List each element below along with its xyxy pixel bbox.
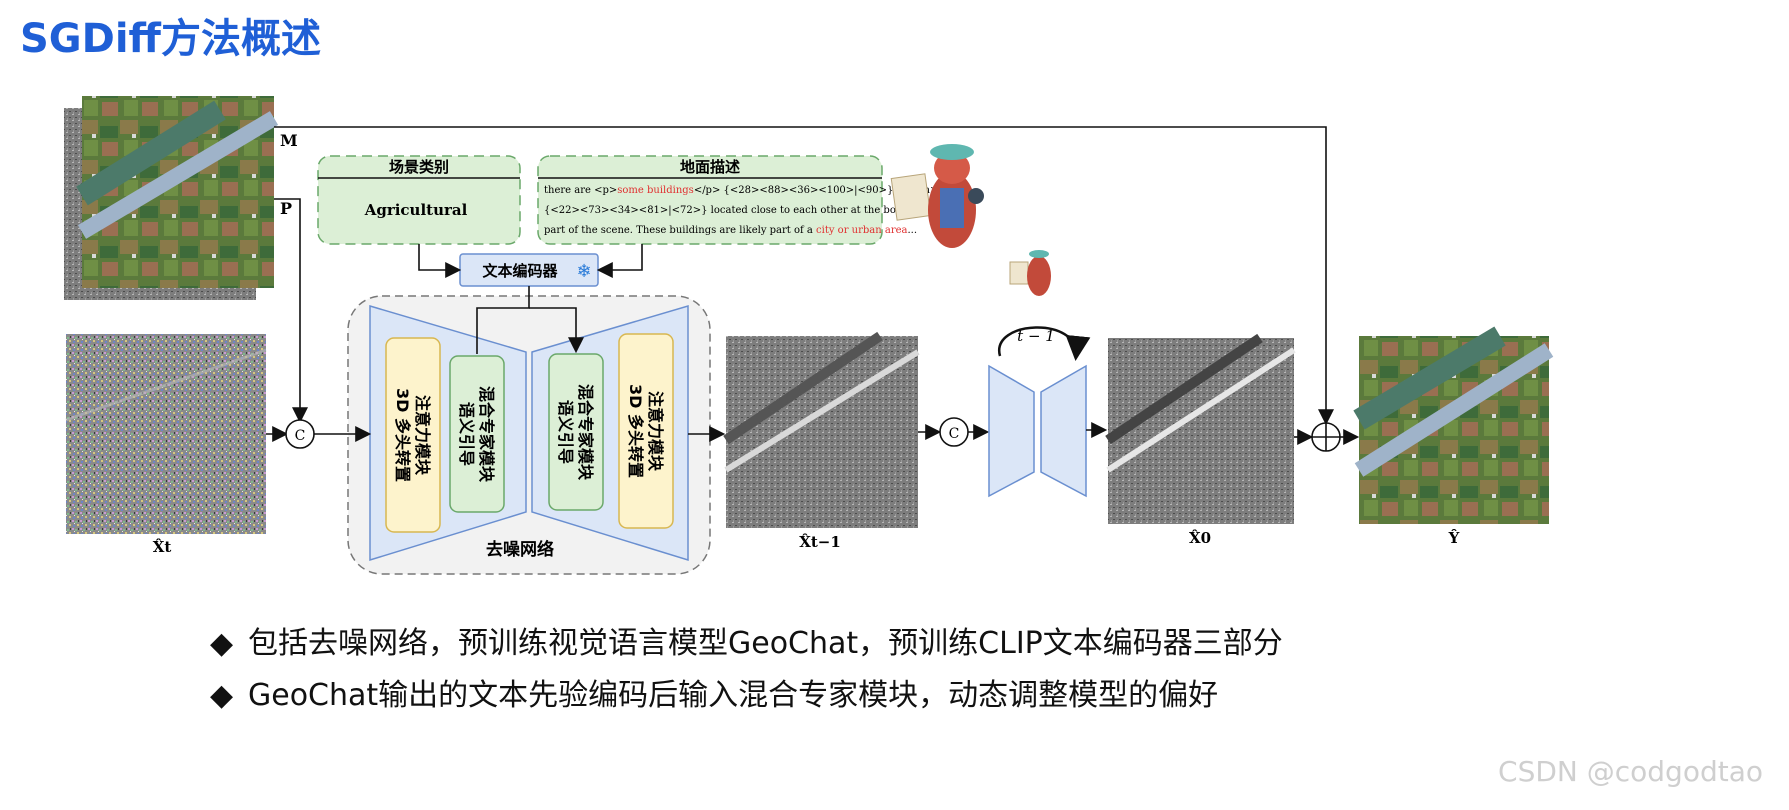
scene-class-header: 场景类别 [389,158,449,176]
module-labels: 3D 多头转置注意力模块 语义引导混合专家模块 语义引导混合专家模块 3D 多头… [393,384,665,483]
skip-connection-line [274,126,1334,426]
mini-unet [988,364,1087,498]
scene-to-encoder-arrow [418,244,462,278]
text-encoder-box: 文本编码器 ❄ [459,253,599,287]
ground-description-box: 地面描述 there are <p>some buildings</p> {<2… [537,155,939,245]
encoder-to-dec-moe-arrow [529,307,584,354]
bullet-item-2: ◆ GeoChat输出的文本先验编码后输入混合专家模块，动态调整模型的偏好 [210,670,1218,714]
decoder-moe-module [548,353,604,511]
geochat-llama-small-illustration [1009,250,1051,296]
scene-class-box: 场景类别 Agricultural [317,155,521,245]
m-label: M [280,131,298,150]
loop-label: t − 1 [1017,327,1055,345]
p-label: P [280,199,292,218]
bullet-text-1: 包括去噪网络，预训练视觉语言模型GeoChat，预训练CLIP文本编码器三部分 [248,626,1283,661]
output-image-y [1353,326,1554,524]
ground-description-line2: {<22><73><34><81>|<72>} located close to… [544,205,939,216]
xt-label: X̂t [153,538,172,556]
concat-node-2-label: C [949,426,960,442]
denoise-network: 去噪网络 [347,295,711,575]
denoise-network-label: 去噪网络 [486,539,554,560]
encoder-moe-module [449,355,505,513]
text-encoder-label: 文本编码器 [482,262,558,280]
diamond-bullet-icon: ◆ [210,678,234,713]
ground-description-header: 地面描述 [680,158,740,176]
p-connection-line [274,198,308,424]
encoder-attention-module [385,337,441,533]
decoder-attention-label: 3D 多头转置注意力模块 [626,384,665,478]
page-title: SGDiff方法概述 [20,16,321,62]
decoder-attention-module [618,333,674,529]
y-label: Ŷ [1448,529,1460,547]
ground-description-line3: part of the scene. These buildings are l… [544,225,917,236]
x0-label: X̂0 [1189,529,1211,547]
encoder-to-enc-moe-line [476,286,530,354]
snowflake-icon: ❄ [576,261,591,282]
scene-class-value: Agricultural [364,201,468,219]
bullet-text-2: GeoChat输出的文本先验编码后输入混合专家模块，动态调整模型的偏好 [248,678,1219,713]
concat-node-1-label: C [295,428,306,444]
geochat-llama-illustration [890,144,984,248]
diamond-bullet-icon: ◆ [210,626,234,661]
noisy-image-xt [65,334,267,534]
watermark: CSDN @codgodtao [1498,755,1763,788]
encoder-moe-label: 语义引导混合专家模块 [457,386,496,483]
loop-arrow [998,326,1091,361]
xt1-label: X̂t−1 [799,533,841,551]
ground-description-line1: there are <p>some buildings</p> {<28><88… [544,185,938,196]
image-x0 [1105,333,1296,524]
decoder-moe-label: 语义引导混合专家模块 [556,384,595,481]
bullet-item-1: ◆ 包括去噪网络，预训练视觉语言模型GeoChat，预训练CLIP文本编码器三部分 [210,618,1283,662]
add-node [1311,422,1341,452]
input-m-image [76,96,279,288]
image-xt-minus-1 [723,331,920,528]
encoder-attention-label: 3D 多头转置注意力模块 [393,388,432,482]
ground-to-encoder-arrow [596,244,643,278]
